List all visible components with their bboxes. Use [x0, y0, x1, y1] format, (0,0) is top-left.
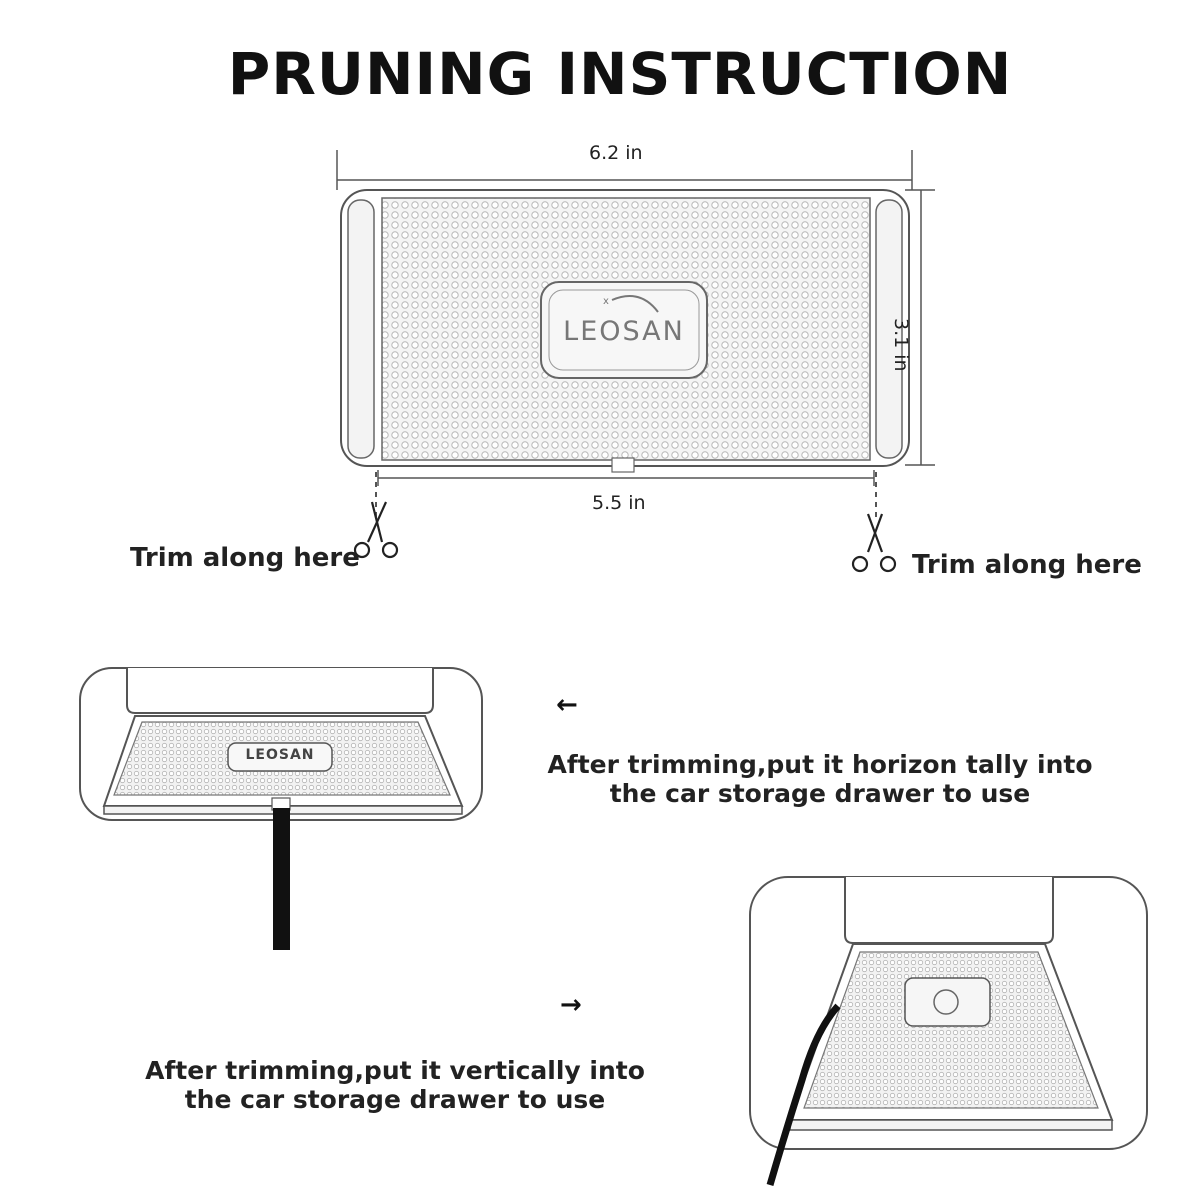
- horizontal-caption: After trimming,put it horizon tally into…: [540, 750, 1100, 808]
- trim-label-left: Trim along here: [130, 543, 360, 573]
- svg-text:x: x: [603, 296, 609, 307]
- outer-width-label: 6.2 in: [589, 142, 643, 164]
- mat-top-view: x: [340, 189, 910, 473]
- charging-cable: [273, 808, 290, 950]
- height-dimension-line: [905, 189, 935, 466]
- horizontal-caption-line2: the car storage drawer to use: [609, 779, 1031, 808]
- horizontal-placement-illustration: [79, 667, 483, 950]
- width-dimension-line: [336, 150, 913, 190]
- horizontal-caption-line1: After trimming,put it horizon tally into: [547, 750, 1093, 779]
- scissors-icon: [353, 501, 399, 559]
- height-label: 3.1 in: [890, 318, 912, 372]
- trim-label-right: Trim along here: [912, 550, 1142, 580]
- page-title: PRUNING INSTRUCTION: [227, 40, 1013, 108]
- scissors-icon: [851, 513, 897, 573]
- charging-cable: [766, 1003, 841, 1186]
- inner-width-label: 5.5 in: [592, 492, 646, 514]
- brand-logo-small: LEOSAN: [245, 747, 315, 763]
- arrow-right-icon: →: [560, 990, 582, 1020]
- vertical-caption: After trimming,put it vertically into th…: [140, 1056, 650, 1114]
- inner-width-dimension-line: [377, 470, 875, 486]
- vertical-caption-line2: the car storage drawer to use: [184, 1085, 606, 1114]
- brand-logo: LEOSAN: [563, 316, 685, 347]
- arrow-left-icon: ←: [556, 690, 578, 720]
- vertical-placement-illustration: [749, 876, 1148, 1186]
- vertical-caption-line1: After trimming,put it vertically into: [145, 1056, 645, 1085]
